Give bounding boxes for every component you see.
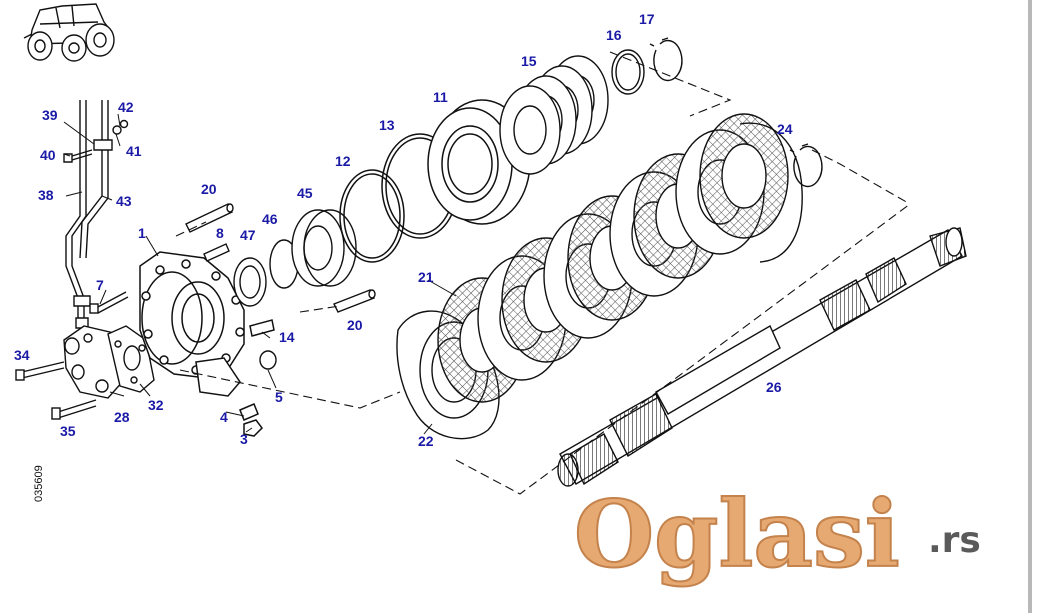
callout-7: 7	[96, 277, 104, 293]
control-rods	[63, 100, 129, 329]
dowel-pins	[185, 203, 376, 313]
callout-3: 3	[240, 431, 248, 447]
callout-14: 14	[279, 329, 295, 345]
callout-28: 28	[114, 409, 130, 425]
drawing-code: 035609	[33, 465, 45, 502]
watermark-brand: Oglasi	[574, 480, 900, 588]
callout-5: 5	[275, 389, 283, 405]
callout-17: 17	[639, 11, 655, 27]
callout-20-top: 20	[201, 181, 217, 197]
callout-21: 21	[418, 269, 434, 285]
watermark-suffix: .rs	[928, 520, 981, 561]
callout-8: 8	[216, 225, 224, 241]
valve-block	[15, 291, 129, 420]
o-ring-5	[259, 350, 277, 370]
callout-41: 41	[126, 143, 142, 159]
callout-22: 22	[418, 433, 434, 449]
callout-42: 42	[118, 99, 134, 115]
bearing-group	[233, 209, 357, 307]
callout-40: 40	[40, 147, 56, 163]
callout-45: 45	[297, 185, 313, 201]
gasket	[107, 325, 155, 393]
callout-26: 26	[766, 379, 782, 395]
callout-46: 46	[262, 211, 278, 227]
callout-13: 13	[379, 117, 395, 133]
right-edge-bar	[1028, 0, 1032, 613]
callout-24: 24	[777, 121, 793, 137]
callout-16: 16	[606, 27, 622, 43]
callout-4: 4	[220, 409, 228, 425]
callout-12: 12	[335, 153, 351, 169]
callout-labels: 17 16 15 11 13 12 24 20 45 46 8 47 1 39 …	[14, 11, 793, 449]
tractor-icon	[23, 3, 115, 62]
callout-11: 11	[433, 89, 448, 105]
callout-1: 1	[138, 225, 146, 241]
callout-43: 43	[116, 193, 132, 209]
callout-34: 34	[14, 347, 30, 363]
callout-35: 35	[60, 423, 76, 439]
leader-lines	[63, 113, 457, 435]
callout-47: 47	[240, 227, 256, 243]
drive-shaft	[557, 227, 967, 487]
callout-20-bottom: 20	[347, 317, 363, 333]
callout-38: 38	[38, 187, 54, 203]
clutch-pack	[396, 113, 803, 440]
belleville-springs	[499, 55, 609, 175]
callout-39: 39	[42, 107, 58, 123]
clutch-housing	[139, 251, 275, 437]
assembly-lines	[175, 51, 911, 495]
watermark-logo: Oglasi .rs	[573, 479, 981, 589]
retainer-clips	[611, 37, 823, 188]
callout-15: 15	[521, 53, 537, 69]
callout-32: 32	[148, 397, 164, 413]
